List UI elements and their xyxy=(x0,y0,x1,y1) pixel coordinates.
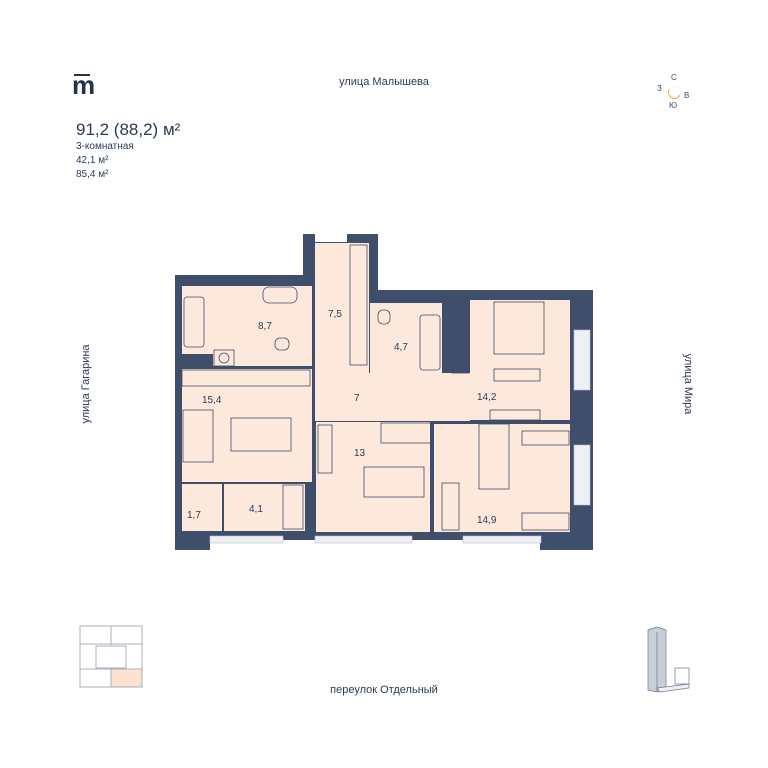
room-bathroom xyxy=(182,286,312,354)
label-bathroom: 8,7 xyxy=(258,321,272,332)
bathtub-icon xyxy=(183,296,205,348)
kids-wardrobe-icon xyxy=(441,482,460,531)
bed-icon xyxy=(493,301,545,355)
label-kids-room: 14,9 xyxy=(477,515,497,526)
wardrobe-icon xyxy=(349,244,368,366)
bench-icon xyxy=(493,368,541,382)
compass-south: Ю xyxy=(669,101,678,110)
street-top: улица Малышева xyxy=(339,76,429,88)
windows xyxy=(209,329,591,544)
kids-desk-bottom-icon xyxy=(521,512,570,531)
label-kitchen-living: 15,4 xyxy=(202,395,222,406)
building-3d-icon xyxy=(647,626,690,693)
room-room xyxy=(316,422,430,532)
dressing-desk-icon xyxy=(282,484,304,530)
kids-desk-top-icon xyxy=(521,430,570,446)
room-sofa-icon xyxy=(317,424,333,474)
room-storage xyxy=(182,484,222,531)
label-corridor: 7 xyxy=(354,393,360,404)
brand-logo: m xyxy=(72,70,96,100)
dining-table-icon xyxy=(230,417,292,452)
area-without-balcony: 85,4 м² xyxy=(76,169,109,180)
washer-icon xyxy=(213,349,235,367)
room-type: 3-комнатная xyxy=(76,141,134,152)
room-bathroom-ext xyxy=(213,354,312,366)
label-bedroom: 14,2 xyxy=(477,392,497,403)
sofa-icon xyxy=(182,409,214,463)
living-area: 42,1 м² xyxy=(76,155,109,166)
total-area: 91,2 (88,2) м² xyxy=(76,120,181,139)
sink-icon xyxy=(262,286,298,304)
room-dressing xyxy=(224,484,305,531)
room-corridor xyxy=(315,373,470,421)
room-entrance-hall xyxy=(315,243,347,373)
compass-west: З xyxy=(657,84,662,93)
bathtub2-icon xyxy=(419,314,441,371)
label-storage: 1,7 xyxy=(187,510,201,521)
shelf-icon xyxy=(380,422,432,444)
room-bed-icon xyxy=(363,466,425,498)
room-wc xyxy=(370,303,442,373)
desk-icon xyxy=(489,409,541,421)
kids-bed-icon xyxy=(478,423,510,490)
room-corridor-top xyxy=(347,243,369,373)
room-kitchen-living xyxy=(182,369,312,482)
label-room: 13 xyxy=(354,448,366,459)
compass-north: С xyxy=(671,73,677,82)
logo-bar xyxy=(74,74,90,76)
bedroom-wardrobe-icon xyxy=(451,300,470,374)
furniture xyxy=(181,244,570,531)
street-bottom: переулок Отдельный xyxy=(330,684,438,696)
label-entrance-hall: 7,5 xyxy=(328,309,342,320)
compass-east: В xyxy=(684,91,690,100)
label-wc: 4,7 xyxy=(394,342,408,353)
room-bedroom xyxy=(470,300,570,420)
toilet2-icon xyxy=(377,309,391,325)
toilet-icon xyxy=(274,337,290,351)
compass: С В Ю З xyxy=(657,73,690,110)
key-plan xyxy=(79,625,143,688)
room-kids xyxy=(434,424,570,532)
label-dressing: 4,1 xyxy=(249,504,263,515)
kitchen-counter-icon xyxy=(181,369,311,387)
